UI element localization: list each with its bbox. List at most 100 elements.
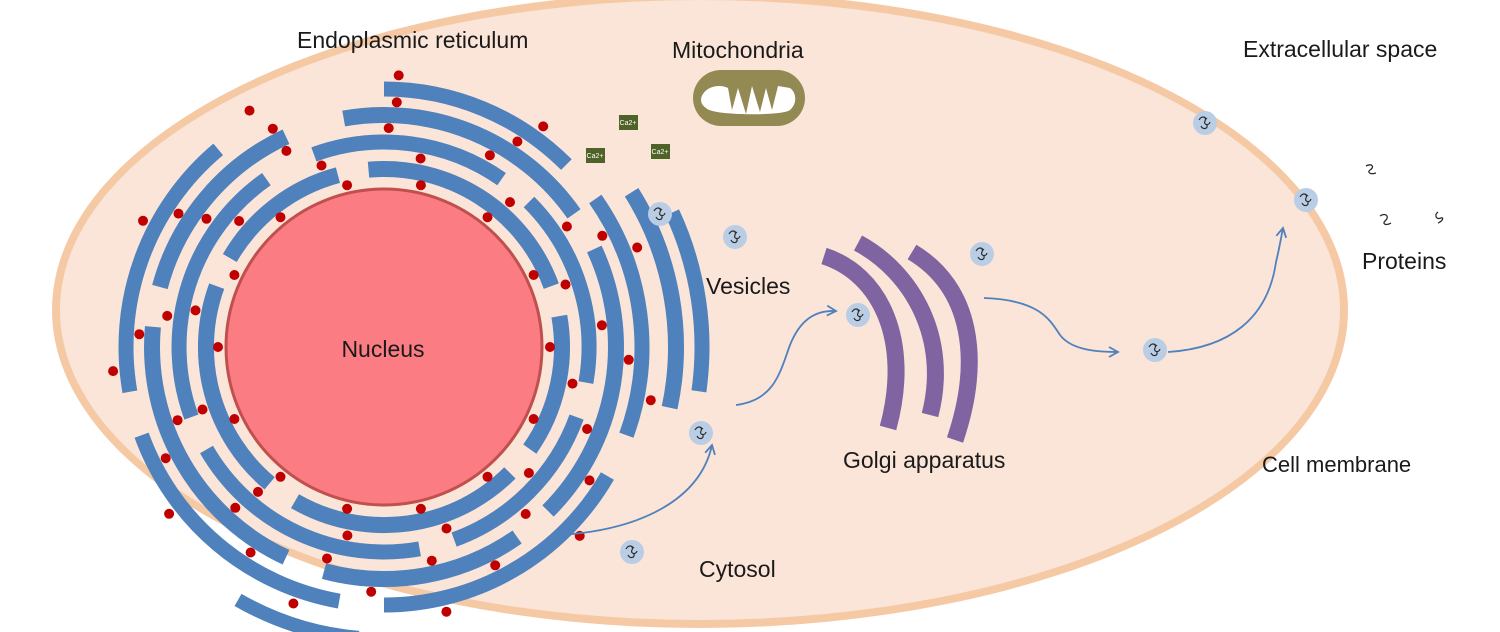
ribosome: [213, 342, 223, 352]
er-cisterna: [342, 106, 581, 219]
ribosome: [415, 153, 426, 164]
ribosome: [560, 279, 571, 290]
ribosome: [482, 212, 493, 223]
er-cisterna: [383, 472, 614, 613]
ribosome: [426, 555, 437, 566]
ribosome: [490, 560, 501, 571]
ribosome: [484, 150, 495, 161]
arrow-vesicle-to-golgi: [735, 304, 838, 406]
er-cisterna: [152, 129, 290, 290]
ribosome: [545, 342, 555, 352]
er-cisterna: [383, 81, 572, 170]
ribosome: [267, 123, 278, 134]
label-proteins: Proteins: [1362, 248, 1446, 274]
vesicle: [1193, 111, 1217, 135]
arrow-vesicle-to-membrane: [1167, 226, 1287, 353]
label-vesicles: Vesicles: [706, 273, 790, 299]
ribosome: [415, 503, 426, 514]
ribosome: [172, 415, 183, 426]
ribosome: [561, 221, 572, 232]
ribosome: [197, 404, 208, 415]
ribosome: [342, 180, 353, 191]
ribosome: [190, 305, 201, 316]
ribosome: [253, 486, 263, 497]
er-cisterna: [197, 283, 275, 490]
ribosome: [342, 503, 353, 514]
ribosome: [288, 598, 299, 609]
ribosome: [229, 414, 240, 424]
calcium-ion: Ca2+: [651, 144, 670, 159]
ribosome: [391, 97, 402, 108]
vesicle: [689, 421, 713, 445]
vesicle: [846, 303, 870, 327]
ribosomes: [108, 70, 656, 617]
mitochondria: [693, 70, 805, 126]
ribosome: [415, 180, 426, 191]
ribosome: [316, 160, 327, 171]
ribosome: [229, 270, 240, 280]
calcium-ion: Ca2+: [586, 148, 605, 163]
ribosome: [244, 105, 255, 116]
ribosome: [441, 606, 452, 617]
ribosome: [632, 242, 643, 253]
ribosome: [596, 320, 607, 331]
calcium-ion: Ca2+: [619, 115, 638, 130]
er-cisterna: [523, 314, 570, 454]
ribosome: [512, 136, 523, 147]
ribosome: [366, 586, 377, 597]
ribosome: [523, 468, 534, 478]
er-cisterna: [589, 194, 650, 438]
label-extracellular-space: Extracellular space: [1243, 36, 1437, 62]
svg-text:Ca2+: Ca2+: [652, 149, 669, 156]
ribosome: [230, 502, 241, 513]
er-cisterna: [200, 445, 421, 560]
er-cisterna: [144, 326, 290, 565]
er-cisterna: [542, 245, 624, 517]
er-cisterna: [291, 467, 516, 534]
arrow-er-to-vesicle: [559, 443, 716, 536]
ribosome: [275, 471, 286, 482]
er-cisterna: [222, 167, 341, 263]
er-cisterna: [118, 143, 224, 394]
er-cisterna: [134, 432, 341, 609]
label-nucleus: Nucleus: [341, 336, 424, 362]
er-cisterna: [367, 161, 559, 289]
ribosome: [623, 354, 634, 365]
ribosome: [162, 310, 173, 321]
arrow-golgi-to-vesicle: [983, 297, 1120, 358]
er-cisterna: [451, 414, 584, 547]
ribosome: [441, 523, 452, 534]
label-mitochondria: Mitochondria: [672, 37, 804, 63]
er-cisterna: [624, 188, 684, 410]
er-cisterna: [321, 530, 522, 587]
ribosome: [584, 475, 595, 486]
ribosome: [393, 70, 404, 81]
ribosome: [134, 329, 145, 340]
label-golgi-apparatus: Golgi apparatus: [843, 447, 1005, 473]
er-cisterna: [665, 209, 710, 393]
ribosome: [281, 145, 292, 156]
ribosome: [342, 530, 353, 541]
vesicle: [620, 540, 644, 564]
ribosome: [173, 208, 184, 219]
svg-text:Ca2+: Ca2+: [620, 120, 637, 127]
vesicle: [1294, 188, 1318, 212]
ribosome: [482, 471, 493, 482]
ribosome: [322, 553, 332, 564]
ribosome: [645, 395, 656, 406]
er-cisterna: [171, 172, 271, 420]
ribosome: [528, 270, 539, 280]
protein: [1365, 164, 1377, 175]
golgi-apparatus: [821, 235, 978, 443]
endoplasmic-reticulum: [118, 81, 710, 632]
ribosome: [108, 366, 119, 377]
ribosome: [582, 424, 593, 434]
vesicle: [970, 242, 994, 266]
ribosome: [528, 414, 539, 424]
ribosome: [164, 508, 175, 519]
ribosome: [597, 230, 608, 241]
vesicle: [648, 202, 672, 226]
protein: [1379, 213, 1392, 226]
